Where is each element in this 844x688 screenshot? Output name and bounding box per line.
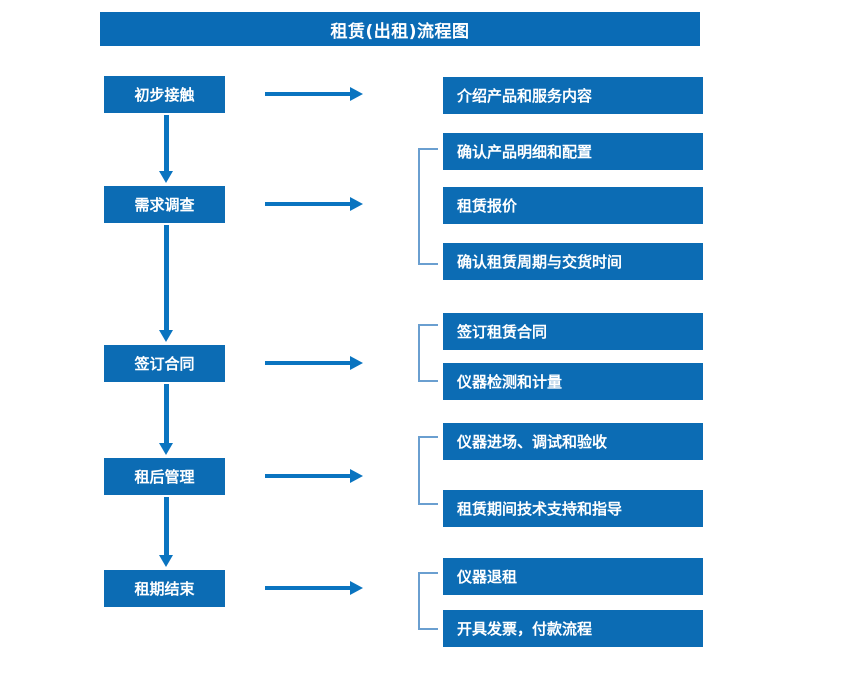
arrow-down-icon-2 xyxy=(159,225,173,342)
group-bracket-3 xyxy=(418,324,438,382)
detail-box-4[interactable]: 确认租赁周期与交货时间 xyxy=(443,243,703,280)
arrow-right-icon-2 xyxy=(265,197,363,211)
stage-box-3[interactable]: 签订合同 xyxy=(104,345,225,382)
stage-box-1[interactable]: 初步接触 xyxy=(104,76,225,113)
arrow-down-icon-1 xyxy=(159,115,173,183)
stage-box-2[interactable]: 需求调查 xyxy=(104,186,225,223)
arrow-right-icon-1 xyxy=(265,87,363,101)
detail-box-6[interactable]: 仪器检测和计量 xyxy=(443,363,703,400)
arrow-down-icon-3 xyxy=(159,384,173,455)
arrow-right-icon-3 xyxy=(265,356,363,370)
group-bracket-4 xyxy=(418,436,438,505)
page-title: 租赁(出租)流程图 xyxy=(100,12,700,46)
arrow-down-icon-4 xyxy=(159,497,173,567)
detail-box-8[interactable]: 租赁期间技术支持和指导 xyxy=(443,490,703,527)
detail-box-3[interactable]: 租赁报价 xyxy=(443,187,703,224)
detail-box-10[interactable]: 开具发票，付款流程 xyxy=(443,610,703,647)
arrow-right-icon-5 xyxy=(265,581,363,595)
detail-box-5[interactable]: 签订租赁合同 xyxy=(443,313,703,350)
stage-box-4[interactable]: 租后管理 xyxy=(104,458,225,495)
group-bracket-5 xyxy=(418,572,438,630)
stage-box-5[interactable]: 租期结束 xyxy=(104,570,225,607)
detail-box-2[interactable]: 确认产品明细和配置 xyxy=(443,133,703,170)
detail-box-9[interactable]: 仪器退租 xyxy=(443,558,703,595)
detail-box-1[interactable]: 介绍产品和服务内容 xyxy=(443,77,703,114)
detail-box-7[interactable]: 仪器进场、调试和验收 xyxy=(443,423,703,460)
arrow-right-icon-4 xyxy=(265,469,363,483)
group-bracket-2 xyxy=(418,148,438,265)
